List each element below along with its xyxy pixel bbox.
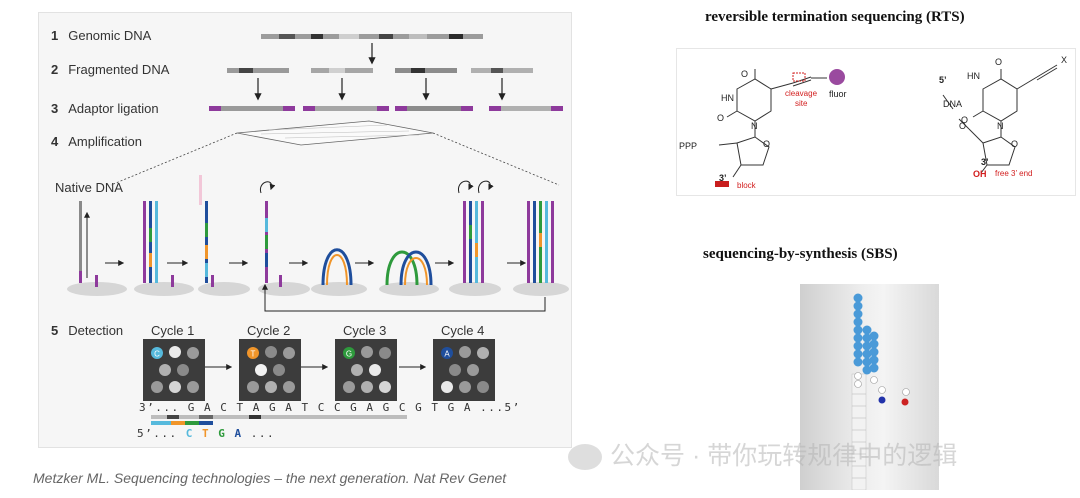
cycle-2-label: Cycle 2	[247, 323, 291, 338]
genomic-dna-bar	[261, 34, 483, 39]
citation: Metzker ML. Sequencing technologies – th…	[33, 470, 507, 486]
rts-structures	[715, 64, 1058, 187]
cycle-4-image: A	[433, 339, 495, 401]
rts-right-three-prime: 3’	[981, 157, 989, 167]
read-base-1: C	[185, 427, 194, 440]
sbs-render-panel	[800, 284, 939, 490]
fragment-arrows	[254, 78, 506, 101]
rts-left-o-left: O	[717, 113, 725, 123]
rts-left-three-prime: 3’	[719, 173, 727, 183]
rts-right-hn: HN	[967, 71, 980, 81]
wechat-icon	[568, 444, 602, 471]
cycle-2-base: T	[251, 350, 256, 359]
cycle-4-base: A	[444, 350, 450, 359]
template-sequence: 3’... G A C T A G A T C C G A G C G T G …	[139, 401, 521, 414]
cycle-2-image: T	[239, 339, 301, 401]
rts-right-o-ring: O	[1011, 139, 1019, 149]
cycle-3-label: Cycle 3	[343, 323, 387, 338]
rts-oh-label: OH	[973, 169, 987, 179]
rts-fluor-label: fluor	[829, 89, 847, 99]
read-sequence: 5’... C T G A ...	[137, 427, 276, 440]
rts-left-n: N	[751, 121, 758, 131]
rts-cleavage-label: cleavage	[785, 89, 818, 98]
read-base-4: A	[234, 427, 243, 440]
rts-title: reversible termination sequencing (RTS)	[705, 9, 965, 25]
rts-right-o-left: O	[961, 115, 969, 125]
fragmented-dna-bars	[227, 68, 533, 73]
rts-right-five-prime: 5’	[939, 75, 947, 85]
rts-right-x: X	[1061, 55, 1068, 65]
cycle-4-label: Cycle 4	[441, 323, 485, 338]
cycle-1-base: C	[154, 350, 160, 359]
loop-back-arrow	[262, 283, 546, 312]
cycle-1-image: C	[143, 339, 205, 401]
read-base-2: T	[202, 427, 211, 440]
rts-block-label: block	[737, 181, 756, 190]
cycle-1-label: Cycle 1	[151, 323, 195, 338]
cycle-3-base: G	[346, 350, 352, 359]
rts-site-label: site	[795, 99, 808, 108]
rts-left-o-top: O	[741, 69, 749, 79]
rts-left-ppp: PPP	[679, 141, 698, 151]
sbs-title: sequencing-by-synthesis (SBS)	[703, 246, 898, 262]
rts-right-o-top: O	[995, 57, 1003, 67]
cycle-3-image: G	[335, 339, 397, 401]
rts-chemistry-panel: O HN N O PPP O 3’ block cleavage site fl…	[676, 48, 1076, 196]
rts-right-n: N	[997, 121, 1004, 131]
watermark-text: 公众号 · 带你玩转规律中的逻辑	[610, 442, 958, 470]
read-color-bars	[151, 415, 407, 425]
rts-left-hn: HN	[721, 93, 734, 103]
read-base-3: G	[218, 427, 227, 440]
native-dna-label: Native DNA	[55, 180, 123, 195]
rts-left-o-ring: O	[763, 139, 771, 149]
sbs-strand-graphic	[851, 293, 910, 490]
rts-right-dna: DNA	[943, 99, 963, 109]
bridge-amplification-steps	[67, 175, 569, 296]
adaptor-ligated-fragments	[209, 106, 563, 111]
ngs-workflow-graphics	[67, 34, 569, 425]
flow-cell-plane	[236, 120, 434, 146]
rts-free-end-label: free 3’ end	[995, 169, 1033, 178]
watermark: 公众号 · 带你玩转规律中的逻辑	[568, 436, 957, 472]
rts-right-o-link: O	[959, 121, 967, 131]
